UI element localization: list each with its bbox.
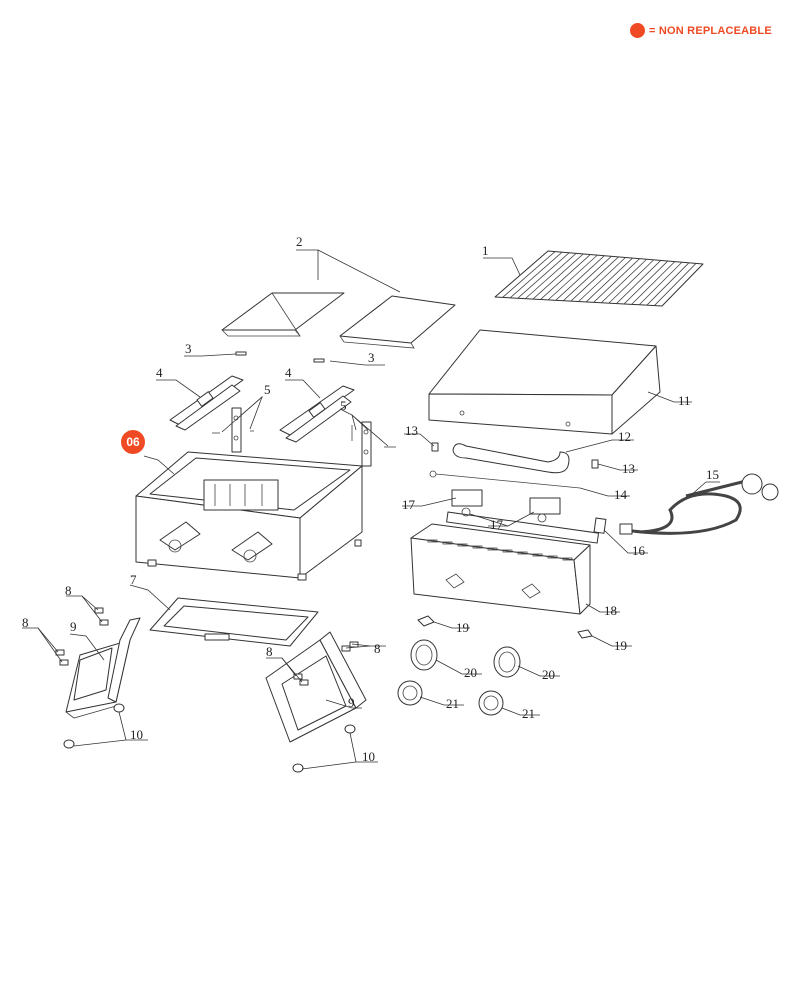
heat-shield-right	[339, 295, 456, 349]
callout-18: 18	[604, 603, 617, 618]
callout-8: 8	[22, 615, 29, 630]
firebox	[135, 451, 363, 581]
callout-labels: 1 2 3 3 4 4 5 5 7 8 8 8 8 9 9 10 10 11 1…	[22, 234, 719, 764]
screw-right	[313, 358, 325, 363]
callout-11: 11	[678, 393, 691, 408]
valve-right	[529, 497, 561, 523]
callout-5: 5	[340, 398, 347, 413]
callout-9: 9	[70, 619, 77, 634]
callout-4: 4	[285, 365, 292, 380]
callout-10: 10	[130, 727, 143, 742]
non-replaceable-badge: 06	[121, 430, 145, 454]
badge-label: 06	[126, 435, 140, 449]
cooking-grate	[494, 250, 704, 307]
callout-19: 19	[614, 638, 627, 653]
callout-20: 20	[464, 665, 477, 680]
feet-10	[63, 703, 356, 773]
lid	[428, 329, 661, 435]
leg-left	[65, 617, 141, 719]
callout-12: 12	[618, 429, 631, 444]
callout-3: 3	[185, 341, 192, 356]
callout-8: 8	[374, 641, 381, 656]
burner-right	[279, 385, 355, 443]
callout-4: 4	[156, 365, 163, 380]
callout-17: 17	[402, 497, 416, 512]
leader-lines	[22, 249, 720, 770]
legend-text: = NON REPLACEABLE	[649, 24, 772, 37]
screw-left	[235, 351, 247, 356]
callout-10: 10	[362, 749, 375, 764]
heat-shield-left	[221, 292, 345, 337]
callout-1: 1	[482, 243, 489, 258]
bracket-right	[351, 421, 396, 467]
control-panel	[410, 523, 591, 615]
clip-13a	[431, 442, 439, 452]
callout-19: 19	[456, 620, 469, 635]
burner-left	[169, 375, 244, 431]
callout-8: 8	[65, 583, 72, 598]
bezel-right	[493, 646, 521, 678]
plate-19b	[577, 629, 593, 639]
plate-19a	[417, 615, 435, 627]
legend: = NON REPLACEABLE	[630, 23, 772, 38]
callout-15: 15	[706, 467, 719, 482]
regulator-hose	[619, 473, 779, 535]
callout-17: 17	[490, 517, 504, 532]
callout-21: 21	[522, 706, 535, 721]
callout-16: 16	[632, 543, 646, 558]
non-replaceable-dot-icon	[630, 23, 645, 38]
callout-7: 7	[130, 572, 137, 587]
drip-tray	[149, 597, 319, 647]
callout-8: 8	[266, 644, 273, 659]
clip-13b	[591, 459, 599, 469]
callout-13: 13	[405, 423, 418, 438]
igniter-wire	[429, 470, 581, 489]
knob-left	[397, 680, 423, 706]
callout-20: 20	[542, 667, 555, 682]
handle	[452, 443, 570, 474]
callout-13: 13	[622, 461, 635, 476]
callout-21: 21	[446, 696, 459, 711]
gas-manifold	[446, 511, 607, 544]
valve-left	[451, 489, 483, 517]
callout-5: 5	[264, 382, 271, 397]
callout-14: 14	[614, 487, 628, 502]
callout-3: 3	[368, 350, 375, 365]
knob-right	[478, 690, 504, 716]
callout-9: 9	[348, 695, 355, 710]
callout-2: 2	[296, 234, 303, 249]
bracket-left	[212, 407, 254, 453]
bezel-left	[410, 639, 438, 671]
